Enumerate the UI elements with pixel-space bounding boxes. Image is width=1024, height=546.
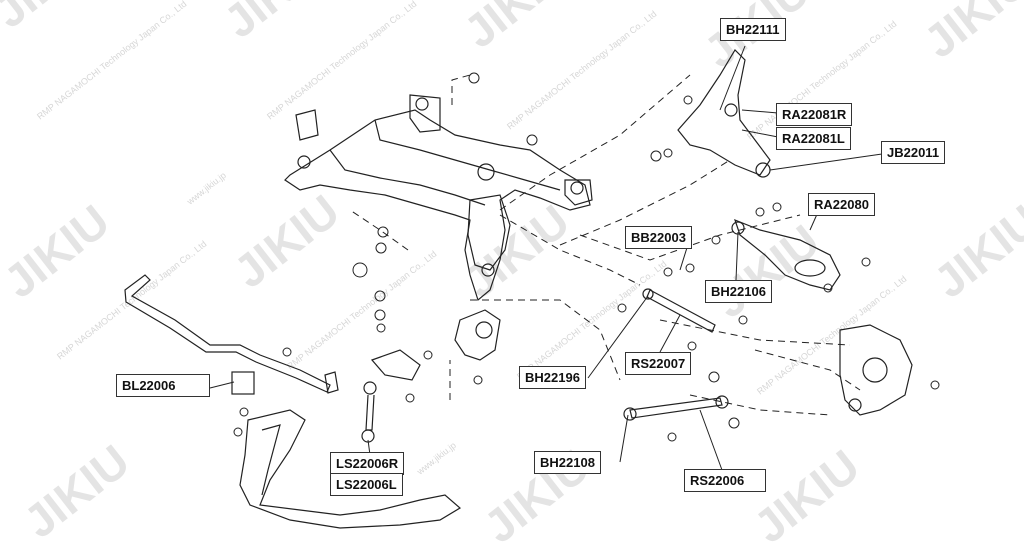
svg-text:JIKIU: JIKIU	[0, 195, 119, 308]
svg-text:www.jikiu.jp: www.jikiu.jp	[414, 440, 458, 477]
label-ra22081l: RA22081L	[776, 127, 851, 150]
knuckle	[839, 324, 913, 416]
svg-text:JIKIU: JIKIU	[924, 195, 1024, 308]
label-ra22081r: RA22081R	[776, 103, 853, 126]
label-bh22106: BH22106	[705, 280, 772, 303]
label-bh22108: BH22108	[534, 451, 601, 474]
label-ls22006r: LS22006R	[330, 452, 405, 475]
svg-text:JIKIU: JIKIU	[914, 0, 1024, 68]
hardware	[233, 72, 940, 442]
label-bl22006: BL22006	[116, 374, 210, 397]
lower-panel	[239, 409, 462, 529]
bracket	[370, 309, 501, 381]
svg-text:JIKIU: JIKIU	[14, 435, 139, 546]
svg-text:JIKIU: JIKIU	[224, 185, 349, 298]
label-ls22006l: LS22006L	[330, 473, 403, 496]
label-ra22080: RA22080	[808, 193, 875, 216]
label-bh22111: BH22111	[720, 18, 786, 41]
label-rs22007: RS22007	[625, 352, 692, 375]
svg-text:RMP NAGAMOCHI Technology Japan: RMP NAGAMOCHI Technology Japan Co., Ltd	[285, 249, 438, 372]
upper-arm	[677, 49, 771, 178]
svg-text:RMP NAGAMOCHI Technology Japan: RMP NAGAMOCHI Technology Japan Co., Ltd	[505, 9, 658, 132]
label-jb22011: JB22011	[881, 141, 946, 164]
lower-arm	[731, 218, 841, 291]
svg-text:JIKIU: JIKIU	[454, 195, 579, 308]
svg-text:JIKIU: JIKIU	[214, 0, 339, 48]
label-rs22006: RS22006	[684, 469, 766, 492]
svg-text:RMP NAGAMOCHI Technology Japan: RMP NAGAMOCHI Technology Japan Co., Ltd	[35, 0, 188, 122]
svg-text:JIKIU: JIKIU	[744, 440, 869, 546]
svg-text:JIKIU: JIKIU	[0, 0, 109, 38]
svg-text:RMP NAGAMOCHI Technology Japan: RMP NAGAMOCHI Technology Japan Co., Ltd	[265, 0, 418, 122]
label-bb22003: BB22003	[625, 226, 692, 249]
svg-text:JIKIU: JIKIU	[454, 0, 579, 58]
lateral-links	[623, 288, 729, 421]
subframe	[284, 94, 593, 302]
label-bh22196: BH22196	[519, 366, 586, 389]
svg-text:www.jikiu.jp: www.jikiu.jp	[184, 170, 228, 207]
stabilizer-link	[361, 381, 377, 443]
